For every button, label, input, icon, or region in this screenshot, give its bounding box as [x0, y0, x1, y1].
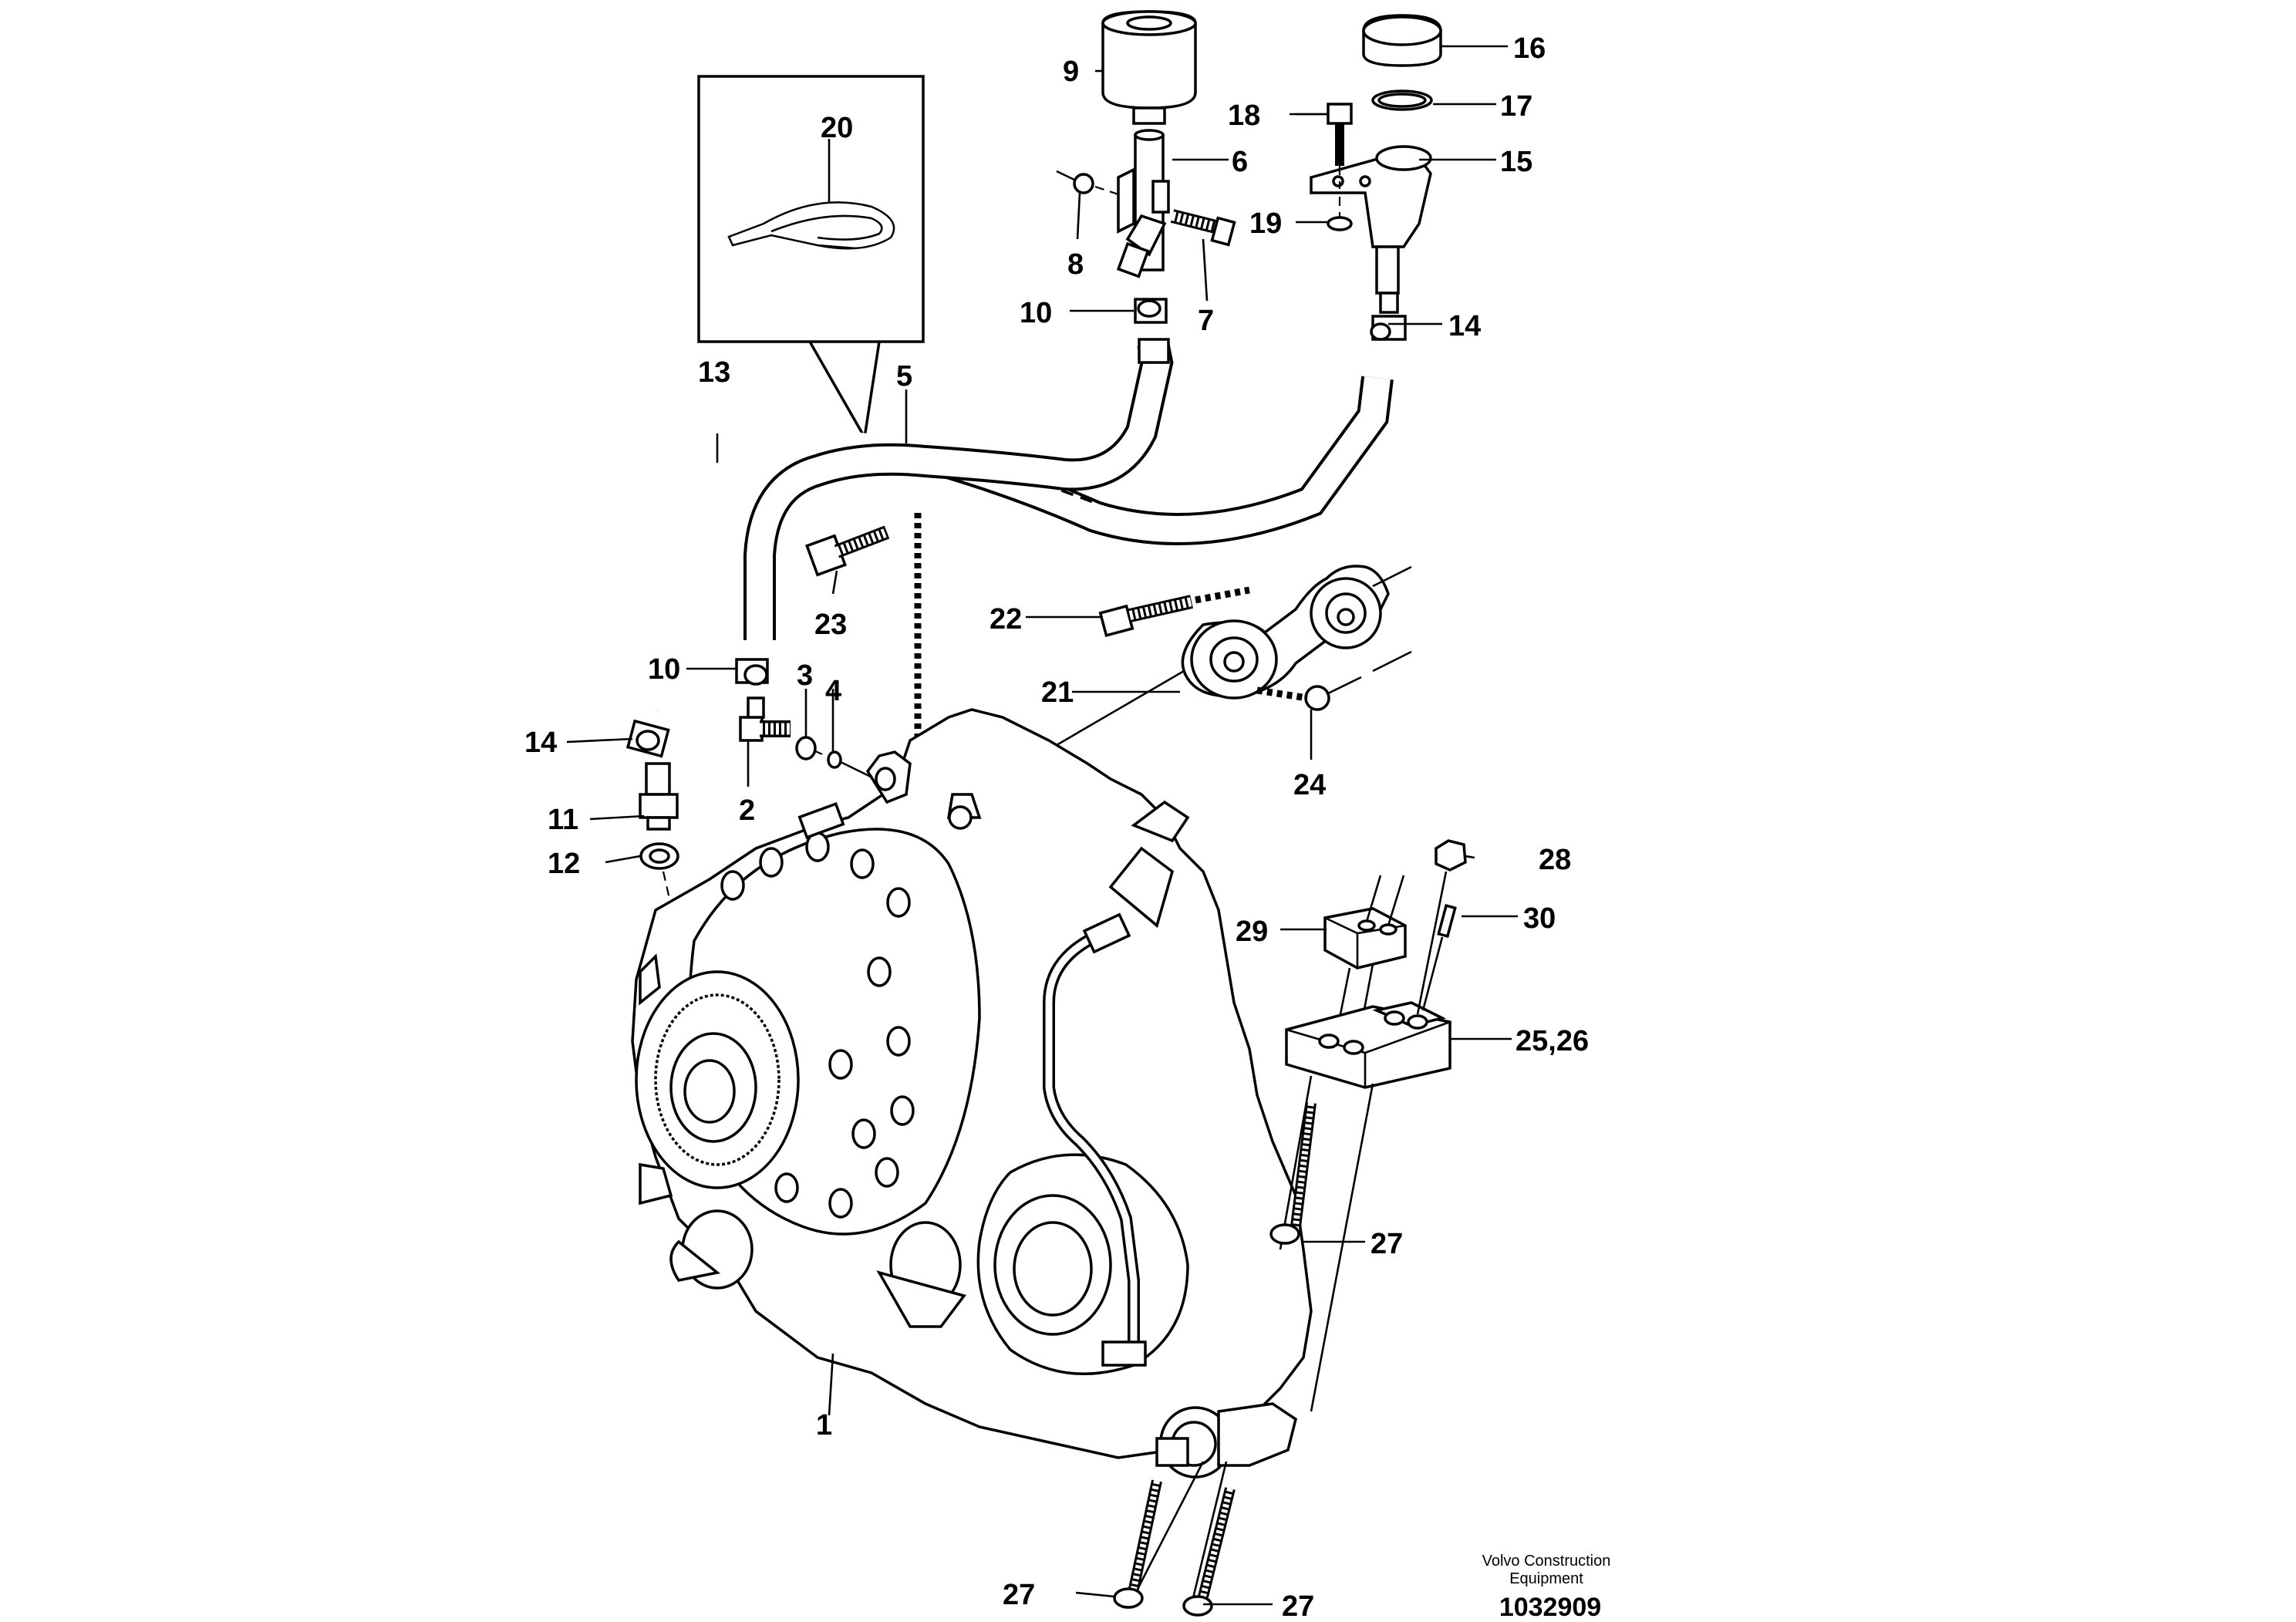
callout-29: 29: [1236, 916, 1268, 948]
callout-16: 16: [1513, 32, 1546, 65]
brand-line-2: Equipment: [1509, 1570, 1583, 1587]
callout-21: 21: [1041, 676, 1074, 709]
callout-1: 1: [816, 1409, 832, 1442]
callout-11: 11: [548, 804, 578, 836]
brand-line-1: Volvo Construction: [1482, 1553, 1611, 1570]
callout-6: 6: [1232, 146, 1248, 178]
hose-5: [743, 339, 1174, 640]
callout-18: 18: [1228, 99, 1260, 132]
document-number: 1032909: [1499, 1593, 1601, 1622]
footer: Volvo Construction Equipment 1032909: [1482, 1553, 1611, 1622]
callout-19: 19: [1249, 207, 1282, 240]
callout-7: 7: [1198, 305, 1214, 337]
callout-28: 28: [1539, 844, 1571, 876]
callout-27-bottom-left: 27: [1003, 1579, 1035, 1611]
callout-12: 12: [548, 848, 580, 880]
callout-4: 4: [825, 675, 841, 707]
callout-5: 5: [896, 360, 912, 393]
mount-bracket: [805, 513, 1412, 829]
filler-assembly: [1290, 14, 1442, 341]
mount-block: [1113, 839, 1467, 1617]
callout-20: 20: [821, 112, 853, 144]
callout-labels: 1 2 3 4 5 6 7 8 9 10 10 11 12 13 14 14 1…: [524, 32, 1589, 1622]
callout-8: 8: [1067, 248, 1084, 281]
fittings-left: [625, 658, 876, 1142]
callout-30: 30: [1523, 902, 1556, 935]
detail-inset: [697, 75, 925, 442]
callout-10-lower: 10: [648, 653, 680, 686]
callout-10-top: 10: [1020, 297, 1052, 329]
callout-22: 22: [990, 603, 1022, 636]
callout-2: 2: [739, 794, 755, 827]
callout-27-bottom-right: 27: [1282, 1590, 1314, 1622]
leader-lines: [566, 45, 1518, 1606]
callout-27-right: 27: [1371, 1228, 1403, 1260]
cable-tie-illustration: [727, 201, 895, 250]
callout-14-lower: 14: [524, 727, 557, 759]
breather-assembly: [1056, 10, 1236, 364]
callout-9: 9: [1063, 56, 1079, 88]
callout-14-top: 14: [1448, 310, 1481, 342]
callout-25-26: 25,26: [1515, 1025, 1589, 1057]
callout-3: 3: [797, 659, 813, 692]
callout-17: 17: [1500, 90, 1532, 123]
output-flange-left: [635, 953, 800, 1206]
callout-23: 23: [814, 609, 847, 641]
callout-24: 24: [1293, 769, 1326, 801]
transfer-case-housing: [631, 708, 1313, 1479]
callout-15: 15: [1500, 146, 1532, 178]
callout-13: 13: [698, 356, 730, 389]
